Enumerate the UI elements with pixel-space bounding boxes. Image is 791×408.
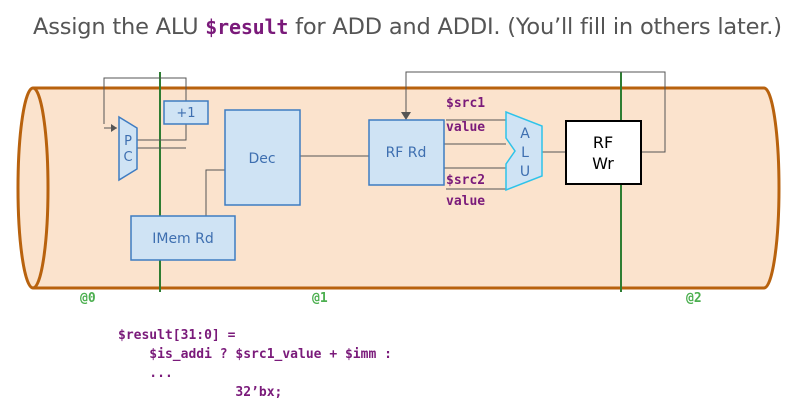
pc-mux — [118, 115, 138, 182]
stage-label-0: @0 — [80, 291, 96, 306]
code-line: $result[31:0] = — [118, 328, 236, 343]
title-code: $result — [205, 15, 289, 39]
pipeline-diagram: +1 P C Dec IMem Rd RF Rd A L U RF Wr $sr… — [16, 71, 781, 292]
code-line: $is_addi ? $src1_value + $imm : — [118, 347, 392, 362]
src2-label-line1: $src2 — [446, 173, 485, 188]
alu-letter-u: U — [520, 164, 530, 180]
code-block: $result[31:0] = $is_addi ? $src1_value +… — [118, 326, 392, 402]
decoder-label: Dec — [248, 151, 275, 167]
stage-label-2: @2 — [686, 291, 702, 306]
slide-title: Assign the ALU $result for ADD and ADDI.… — [33, 14, 782, 40]
code-line: ... — [118, 366, 173, 381]
decoder-block — [224, 109, 301, 206]
code-line: 32’bx; — [118, 385, 283, 400]
src1-label-line2: value — [446, 120, 485, 135]
src1-label-line1: $src1 — [446, 96, 485, 111]
rf-write-label-line1: RF — [593, 133, 613, 152]
rf-read-block — [368, 119, 445, 186]
pc-letter-p: P — [124, 134, 132, 149]
title-suffix: for ADD and ADDI. (You’ll fill in others… — [288, 14, 782, 40]
alu-letter-a: A — [520, 126, 530, 142]
alu-block — [505, 110, 543, 192]
alu-letter-l: L — [521, 145, 529, 161]
pc-arrowhead — [111, 124, 117, 132]
rf-write-block — [565, 120, 642, 185]
stage-label-1: @1 — [312, 291, 328, 306]
imem-label: IMem Rd — [152, 231, 214, 247]
plus-one-label: +1 — [176, 106, 195, 121]
pc-letter-c: C — [123, 150, 132, 165]
rf-read-label: RF Rd — [386, 145, 427, 161]
rf-write-label-line2: Wr — [592, 154, 614, 173]
src2-label-line2: value — [446, 194, 485, 209]
write-back-arrowhead — [401, 112, 411, 120]
title-prefix: Assign the ALU — [33, 14, 206, 40]
pipe-right-end — [763, 86, 781, 290]
pipe-left-end — [16, 86, 50, 290]
imem-block — [130, 215, 236, 261]
plus-one-block — [163, 100, 209, 125]
